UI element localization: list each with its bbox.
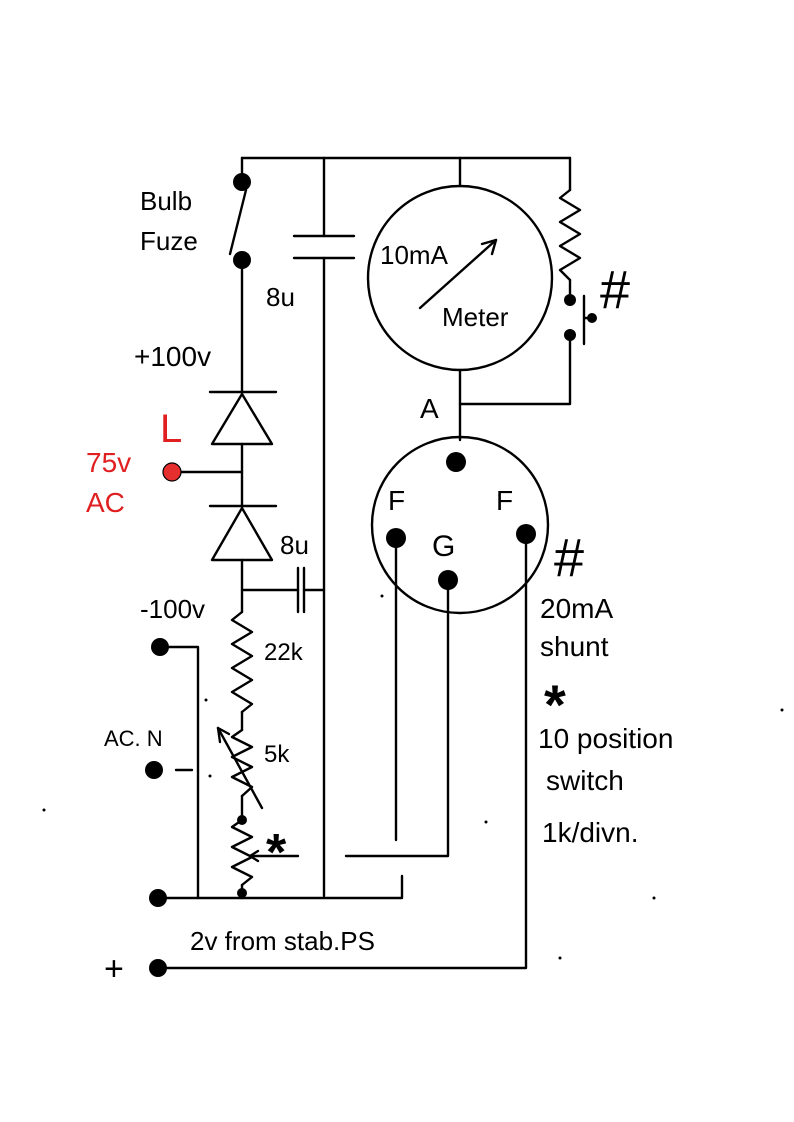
ac-75v-label: 75v xyxy=(86,447,131,478)
cap-mid-label: 8u xyxy=(280,530,309,560)
r-5k-label: 5k xyxy=(264,741,290,768)
scan-specks xyxy=(42,594,784,960)
meter xyxy=(366,184,554,372)
ac-terminal xyxy=(162,462,182,482)
star-note-label: * xyxy=(544,673,566,736)
switch-label: switch xyxy=(546,765,624,796)
variable-arrow xyxy=(216,726,264,810)
star-pot-label: * xyxy=(266,824,287,882)
grid-pin xyxy=(438,570,458,590)
meter-body xyxy=(366,184,554,372)
r-22k-label: 22k xyxy=(264,639,304,666)
grid-label: G xyxy=(432,530,455,563)
switch-positions-label: 10 position xyxy=(538,723,673,754)
button-contact-bottom xyxy=(564,329,576,341)
capacitor-lower xyxy=(296,566,306,614)
hash-top-label: # xyxy=(600,260,630,320)
bottom-common-right-wire xyxy=(240,874,404,900)
meter-range-label: 10mA xyxy=(380,240,449,270)
ac-n-terminal xyxy=(145,761,163,779)
fuze-terminal-bottom xyxy=(233,251,251,269)
minus-100v-label: -100v xyxy=(140,594,205,624)
filament-left-pin xyxy=(386,528,406,548)
ac-n-label: AC. N xyxy=(104,726,163,751)
hash-mid-label: # xyxy=(554,528,584,588)
minus-100v-terminal xyxy=(151,638,169,656)
l-label: L xyxy=(160,407,182,451)
wires xyxy=(156,156,572,970)
bulb-label: Bulb xyxy=(140,186,192,216)
grid-wire xyxy=(344,578,450,858)
anode-label: A xyxy=(420,393,439,424)
shunt-label: shunt xyxy=(540,631,609,662)
filament-right-label: F xyxy=(496,485,513,516)
anode-pin xyxy=(446,452,466,472)
filament-right-pin xyxy=(516,524,536,544)
fuze-link xyxy=(228,188,248,256)
plus-100v-label: +100v xyxy=(134,341,211,372)
variable-arrow-head xyxy=(216,726,231,744)
anode-return-wire xyxy=(458,333,572,406)
capacitor-top xyxy=(292,234,356,260)
common-terminal xyxy=(149,889,167,907)
diode-upper xyxy=(208,390,278,446)
ac-label: AC xyxy=(86,487,125,518)
meter-needle xyxy=(418,238,498,310)
resistor-22k xyxy=(230,610,254,714)
plus-terminal-label: + xyxy=(104,950,124,988)
button-contact-top xyxy=(564,294,576,306)
meter-needle-head xyxy=(480,238,498,256)
supply-label: 2v from stab.PS xyxy=(190,926,375,956)
fuze-label: Fuze xyxy=(140,226,198,256)
cap-top-label: 8u xyxy=(266,282,295,312)
diode-lower xyxy=(208,504,278,562)
fuze-terminal-top xyxy=(233,173,251,191)
filament-right-wire xyxy=(158,536,528,970)
valve-base xyxy=(370,435,550,615)
shunt-resistor xyxy=(558,188,582,282)
filament-left-label: F xyxy=(388,485,405,516)
pot-resistor xyxy=(230,818,254,887)
valve-body xyxy=(370,435,550,615)
pot-bottom-dot xyxy=(237,888,247,898)
bulb-fuze xyxy=(228,173,251,269)
push-button-knob xyxy=(587,313,597,323)
meter-label: Meter xyxy=(442,302,509,332)
plus-terminal xyxy=(149,959,167,977)
neg-rail-wire xyxy=(158,645,200,900)
switch-step-label: 1k/divn. xyxy=(542,817,639,848)
shunt-range-label: 20mA xyxy=(540,593,613,624)
